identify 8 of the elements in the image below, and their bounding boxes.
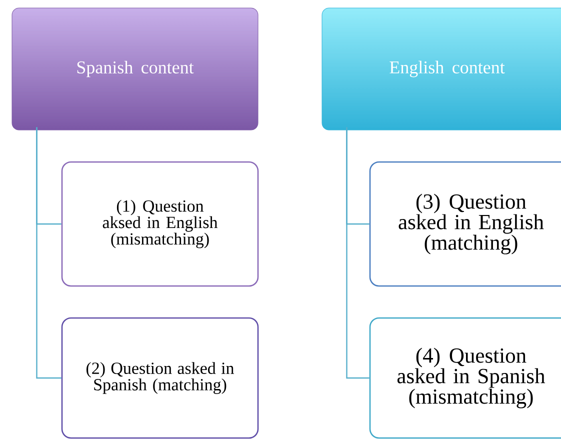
content-box: (4) Question asked in Spanish (mismatching) <box>369 317 561 439</box>
content-box: (2) Question asked in Spanish (matching) <box>61 317 259 439</box>
heading-box: Spanish content <box>12 8 258 130</box>
connector-line <box>36 127 62 379</box>
heading-box: English content <box>322 8 561 130</box>
content-box: (1) Question aksed in English (mismatching) <box>61 161 259 287</box>
connector-line <box>346 127 370 379</box>
content-box: (3) Question asked in English (matching) <box>369 161 561 287</box>
